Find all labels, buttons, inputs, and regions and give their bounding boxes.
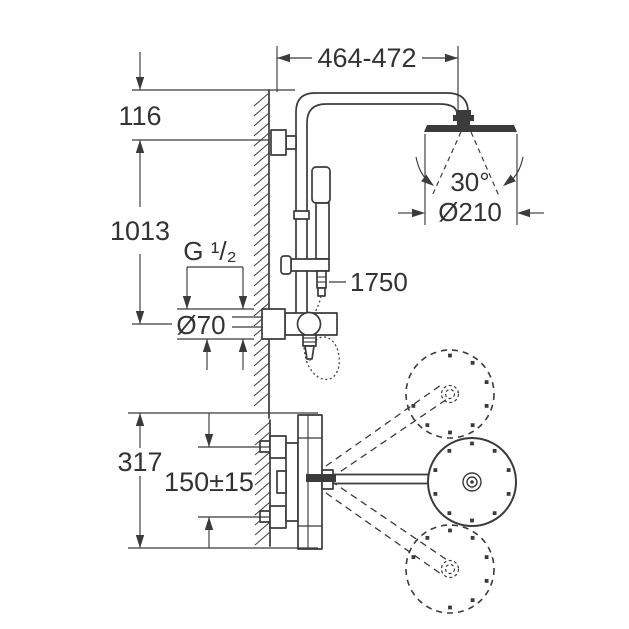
wall-union-escutcheon (261, 308, 286, 340)
ball-joint-mid (453, 115, 474, 121)
ball-joint-upper (456, 110, 471, 115)
spray-nozzle-dots (411, 353, 511, 610)
label-offset-116: 116 (118, 101, 161, 131)
riser-and-shower-arm-pipe (293, 92, 469, 314)
head-position-center (306, 437, 517, 527)
dim-spacing-150: 150±15 (164, 413, 270, 548)
head-shower-disc (424, 125, 517, 132)
head-circle-down (405, 524, 495, 614)
label-hose-1750: 1750 (350, 267, 408, 297)
upper-view: 464-472 116 1013 G ¹/₂ Ø70 (110, 43, 544, 419)
center-union (276, 470, 287, 494)
swivel-range-right (470, 131, 500, 197)
slider-knob (280, 255, 292, 275)
hand-shower-handle (315, 202, 330, 260)
dim-offset-116: 116 (118, 52, 295, 141)
label-height-317: 317 (117, 447, 162, 477)
thermostat-body-plan (259, 414, 334, 550)
outlet-nut (302, 334, 317, 347)
hand-shower-head (311, 166, 331, 204)
inlet-block-bottom (269, 505, 287, 529)
arm-root (306, 474, 336, 482)
label-dia-70: Ø70 (176, 310, 225, 340)
head-position-up (325, 349, 495, 479)
slider-bracket (290, 258, 330, 272)
wall-hatch-lower (254, 421, 271, 546)
hose-connector-tip (317, 287, 326, 297)
hand-shower (280, 166, 331, 297)
label-height-1013: 1013 (110, 216, 170, 246)
dim-angle-and-dia210: 30° Ø210 (398, 134, 544, 227)
label-dia-210: Ø210 (438, 197, 502, 227)
valve-column (285, 442, 299, 522)
lower-view: 317 150±15 (117, 349, 517, 614)
label-angle-30: 30° (450, 167, 489, 197)
dim-span-top: 464-472 (276, 43, 459, 112)
diverter-valve (232, 308, 338, 360)
head-circle-up (405, 349, 495, 439)
dim-height-1013: 1013 (110, 140, 172, 325)
diverter-knob (296, 311, 322, 337)
ball-joint-lower (457, 121, 470, 125)
wall-bracket (270, 129, 297, 156)
dim-thread-and-dia70: G ¹/₂ Ø70 (176, 236, 254, 370)
riser-sleeve-joint (293, 210, 310, 220)
label-thread: G ¹/₂ (183, 236, 236, 266)
dim-hose-1750: 1750 (329, 267, 408, 297)
outlet-nipple (304, 345, 315, 360)
head-position-down (325, 480, 495, 614)
inlet-block-top (269, 435, 287, 459)
hose-connector (316, 270, 327, 289)
dimension-arrowheads (135, 53, 530, 548)
label-span-top: 464-472 (317, 43, 416, 73)
label-spacing-150: 150±15 (164, 467, 254, 497)
swivel-range-left (431, 131, 462, 197)
